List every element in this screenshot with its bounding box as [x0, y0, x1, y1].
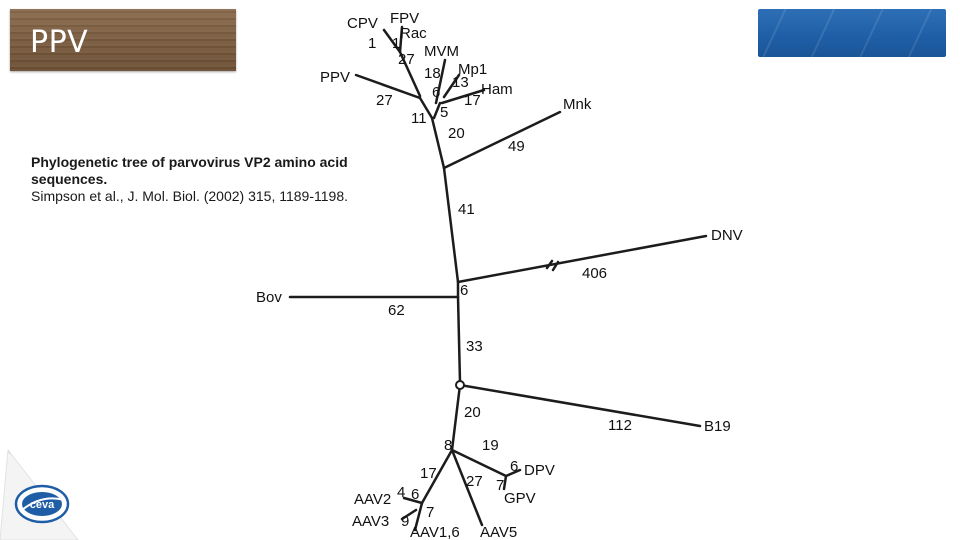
- length-0: 0: [454, 378, 462, 395]
- branch-dnv: [456, 234, 708, 284]
- length-8: 8: [444, 437, 452, 454]
- caption-description: Phylogenetic tree of parvovirus VP2 amin…: [31, 154, 348, 187]
- length-33: 33: [466, 338, 483, 355]
- branch-rodent-stem: [432, 101, 442, 120]
- taxon-fpv: FPV: [390, 10, 419, 27]
- logo-swoosh: [21, 497, 65, 511]
- taxon-mvm: MVM: [424, 43, 459, 60]
- banner-texture: [758, 9, 946, 57]
- taxon-gpv: GPV: [504, 490, 536, 507]
- taxon-bov: Bov: [256, 289, 282, 306]
- title-banner: PPV: [10, 9, 236, 71]
- length-7-gpv: 7: [496, 477, 504, 494]
- length-406: 406: [582, 265, 607, 282]
- branch-dnv-break-2: [551, 260, 560, 272]
- length-7-aav: 7: [426, 504, 434, 521]
- taxon-aav16: AAV1,6: [410, 524, 460, 540]
- length-17-ham: 17: [464, 92, 481, 109]
- branch-ppv: [354, 73, 422, 100]
- branch-avian-stem: [450, 448, 508, 478]
- length-9: 9: [401, 513, 409, 530]
- length-27-aav: 27: [466, 473, 483, 490]
- length-41: 41: [458, 201, 475, 218]
- taxon-cpv: CPV: [347, 15, 378, 32]
- length-19: 19: [482, 437, 499, 454]
- taxon-mnk: Mnk: [563, 96, 592, 113]
- length-62: 62: [388, 302, 405, 319]
- length-4: 4: [397, 484, 405, 501]
- length-6-aav2: 6: [411, 486, 419, 503]
- branch-aav16: [413, 501, 424, 532]
- taxon-labels: CPV FPV Rac MVM Mp1 Ham PPV Mnk DNV Bov …: [256, 10, 743, 540]
- branch-aav3: [400, 508, 418, 521]
- taxon-ham: Ham: [481, 81, 513, 98]
- length-17-aav: 17: [420, 465, 437, 482]
- branch-carnivore-stem: [398, 50, 422, 98]
- length-27-ppv: 27: [376, 92, 393, 109]
- branch-cpv: [382, 28, 402, 54]
- branch-b19: [458, 383, 702, 428]
- taxon-rac: Rac: [400, 25, 427, 42]
- branch-dpv: [504, 468, 522, 478]
- length-6-mvm: 6: [432, 84, 440, 101]
- taxon-b19: B19: [704, 418, 731, 435]
- taxon-aav5: AAV5: [480, 524, 517, 540]
- length-13: 13: [452, 74, 469, 91]
- branch-gpv: [502, 474, 508, 491]
- taxon-aav3: AAV3: [352, 513, 389, 530]
- branch-fpv-rac: [398, 25, 404, 54]
- branch-top-join: [418, 96, 434, 120]
- branch-aav5: [450, 448, 484, 527]
- length-18: 18: [424, 65, 441, 82]
- corner-decoration: ceva: [0, 450, 79, 540]
- branch-backbone-lower: [456, 295, 462, 384]
- length-20-top: 20: [448, 125, 465, 142]
- branch-ham: [440, 88, 486, 105]
- zero-length-node: [455, 380, 465, 390]
- length-112: 112: [608, 417, 632, 434]
- logo-text: ceva: [30, 499, 55, 511]
- length-6-dpv: 6: [510, 458, 518, 475]
- taxon-dnv: DNV: [711, 227, 743, 244]
- branch-mp1: [442, 73, 461, 99]
- branch-top-stem: [430, 116, 446, 170]
- corner-edge: [7, 450, 11, 455]
- branch-length-labels: 1 1 27 18 13 6 17 27 11 5 20 49 41 406 6…: [368, 35, 632, 530]
- wood-texture: [10, 9, 236, 71]
- taxon-ppv: PPV: [320, 69, 350, 86]
- length-11: 11: [411, 110, 427, 127]
- branch-dnv-break-1: [545, 259, 554, 270]
- slide-title: PPV: [30, 25, 89, 60]
- length-5: 5: [440, 104, 448, 121]
- length-1b: 1: [392, 35, 400, 52]
- length-49: 49: [508, 138, 525, 155]
- branch-backbone-upper: [442, 166, 460, 284]
- taxon-aav2: AAV2: [354, 491, 391, 508]
- ceva-logo-icon: ceva: [14, 484, 70, 524]
- taxon-mp1: Mp1: [458, 61, 487, 78]
- length-20-bottom: 20: [464, 404, 481, 421]
- tree-branches: [288, 25, 708, 532]
- caption-citation: Simpson et al., J. Mol. Biol. (2002) 315…: [31, 188, 348, 204]
- branch-aav-stem: [420, 448, 454, 505]
- length-6-bov: 6: [460, 282, 468, 299]
- branch-mvm: [434, 58, 447, 105]
- branch-mnk: [442, 110, 562, 170]
- length-27-mvm: 27: [398, 51, 415, 68]
- taxon-dpv: DPV: [524, 462, 555, 479]
- branch-backbone-bottom: [450, 383, 462, 452]
- branch-aav2: [402, 496, 424, 505]
- blue-header-banner: [758, 9, 946, 57]
- figure-caption: Phylogenetic tree of parvovirus VP2 amin…: [31, 154, 411, 205]
- length-1a: 1: [368, 35, 376, 52]
